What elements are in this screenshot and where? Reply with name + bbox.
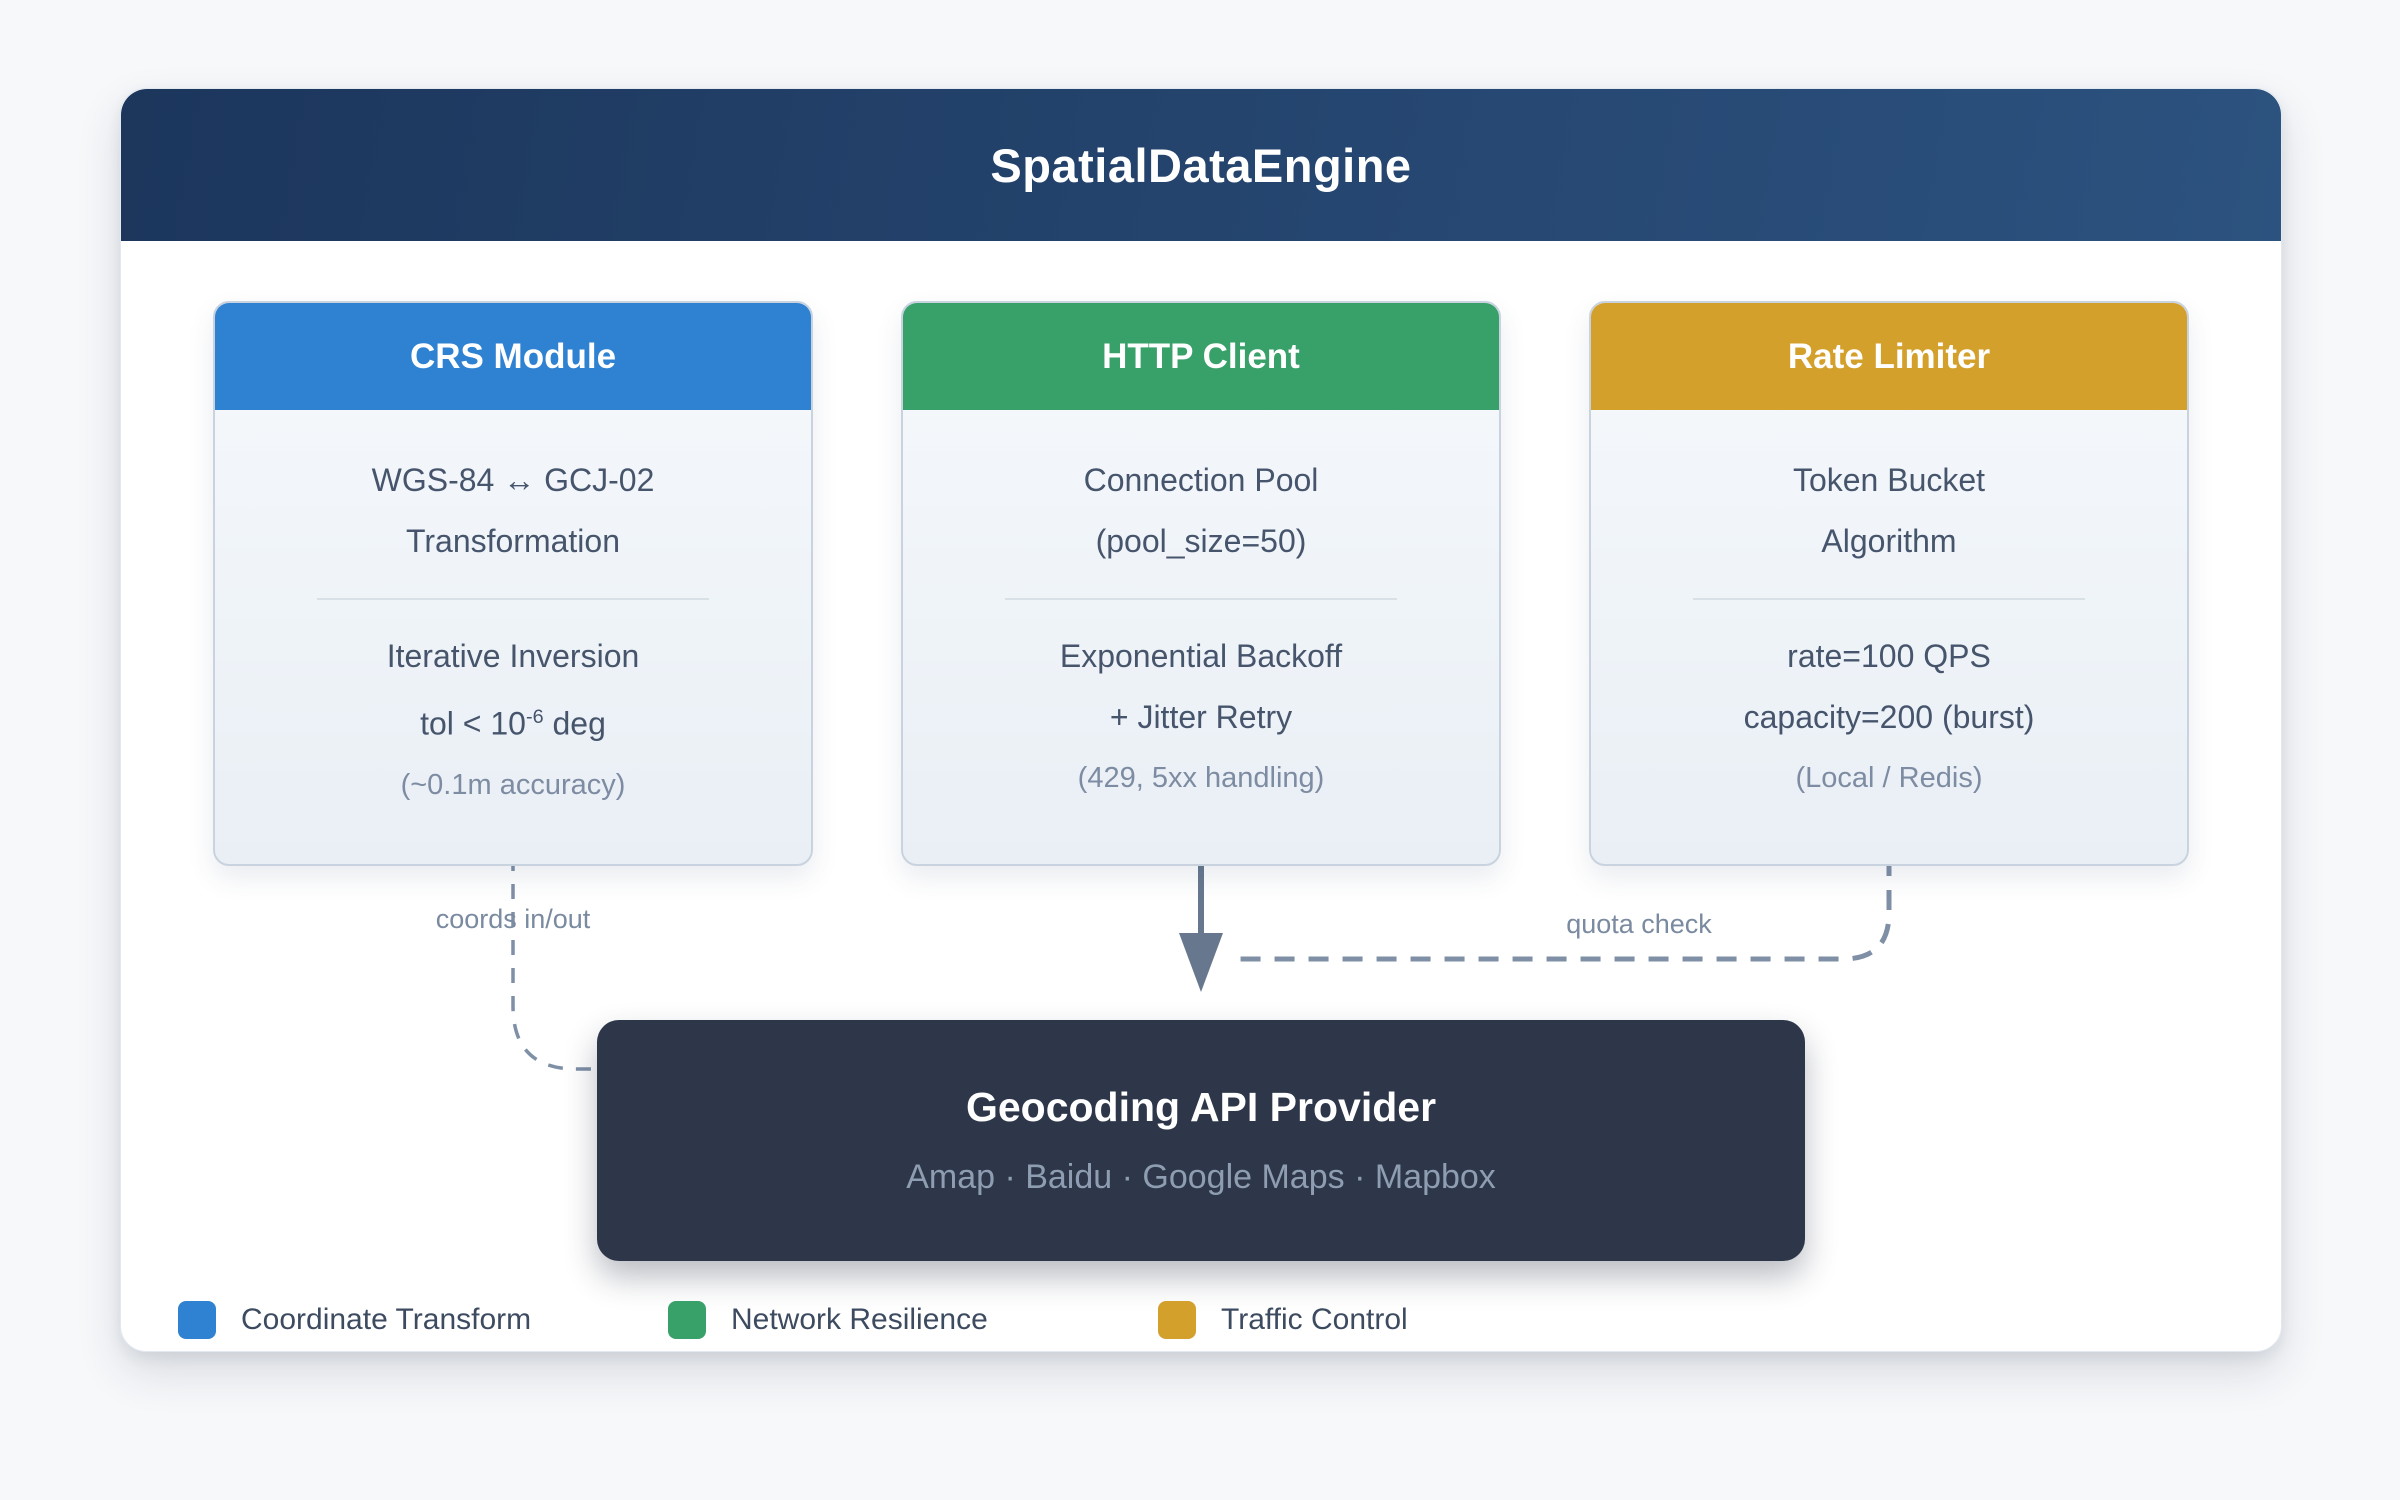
module-line: + Jitter Retry: [1109, 699, 1293, 735]
module-line: WGS-84 ↔ GCJ-02: [371, 462, 655, 498]
legend: Coordinate Transform Network Resilience …: [178, 1301, 1648, 1339]
module-title: HTTP Client: [1102, 336, 1300, 376]
legend-swatch-blue: [178, 1301, 216, 1339]
module-card-rate: Rate Limiter Token Bucket Algorithm rate…: [1589, 301, 2189, 866]
module-header-rate: Rate Limiter: [1591, 303, 2187, 410]
legend-swatch-green: [668, 1301, 706, 1339]
title-banner: SpatialDataEngine: [121, 89, 2281, 241]
module-note: (~0.1m accuracy): [400, 768, 626, 801]
module-line: Token Bucket: [1792, 462, 1986, 498]
superscript: -6: [525, 706, 544, 728]
module-line: tol < 10-6 deg: [420, 705, 606, 742]
module-card-http: HTTP Client Connection Pool (pool_size=5…: [901, 301, 1501, 866]
module-body: Token Bucket Algorithm rate=100 QPS capa…: [1591, 410, 2187, 857]
divider: [1005, 598, 1397, 600]
legend-item-network-resilience: Network Resilience: [668, 1301, 1158, 1339]
module-title: CRS Module: [409, 336, 617, 376]
module-note: (429, 5xx handling): [1077, 762, 1325, 794]
module-header-http: HTTP Client: [903, 303, 1499, 410]
edge-label-coords: coords in/out: [435, 904, 591, 934]
module-row: CRS Module WGS-84 ↔ GCJ-02 Transformatio…: [213, 301, 2189, 866]
crs-to-provider-connector: [511, 856, 597, 1071]
module-line: Algorithm: [1821, 523, 1957, 559]
module-note: (Local / Redis): [1795, 762, 1983, 794]
module-title: Rate Limiter: [1787, 336, 1991, 376]
legend-label: Traffic Control: [1221, 1303, 1408, 1336]
module-body: Connection Pool (pool_size=50) Exponenti…: [903, 410, 1499, 857]
module-line: Connection Pool: [1083, 462, 1319, 498]
module-line: Transformation: [406, 523, 620, 559]
provider-title: Geocoding API Provider: [965, 1084, 1437, 1130]
module-line: Iterative Inversion: [386, 638, 640, 674]
arrow-head-icon: [1179, 933, 1223, 992]
provider-subtitle: Amap · Baidu · Google Maps · Mapbox: [906, 1158, 1496, 1196]
edge-label-quota: quota check: [1566, 909, 1712, 939]
diagram-panel: SpatialDataEngine coords in/out quota ch…: [120, 88, 2282, 1352]
module-body: WGS-84 ↔ GCJ-02 Transformation Iterative…: [215, 410, 811, 864]
legend-label: Coordinate Transform: [241, 1303, 532, 1336]
rate-to-provider-connector: [1227, 856, 1892, 962]
module-line: Exponential Backoff: [1059, 638, 1343, 674]
legend-item-traffic-control: Traffic Control: [1158, 1301, 1648, 1339]
divider: [1693, 598, 2085, 600]
legend-label: Network Resilience: [731, 1303, 988, 1336]
module-line: rate=100 QPS: [1787, 638, 1991, 674]
legend-item-coordinate-transform: Coordinate Transform: [178, 1301, 668, 1339]
module-card-crs: CRS Module WGS-84 ↔ GCJ-02 Transformatio…: [213, 301, 813, 866]
module-line: capacity=200 (burst): [1743, 699, 2035, 735]
divider: [317, 598, 709, 600]
module-header-crs: CRS Module: [215, 303, 811, 410]
page-title: SpatialDataEngine: [990, 138, 1412, 192]
legend-swatch-amber: [1158, 1301, 1196, 1339]
module-line: (pool_size=50): [1095, 523, 1307, 559]
provider-box: Geocoding API Provider Amap · Baidu · Go…: [597, 1020, 1805, 1261]
